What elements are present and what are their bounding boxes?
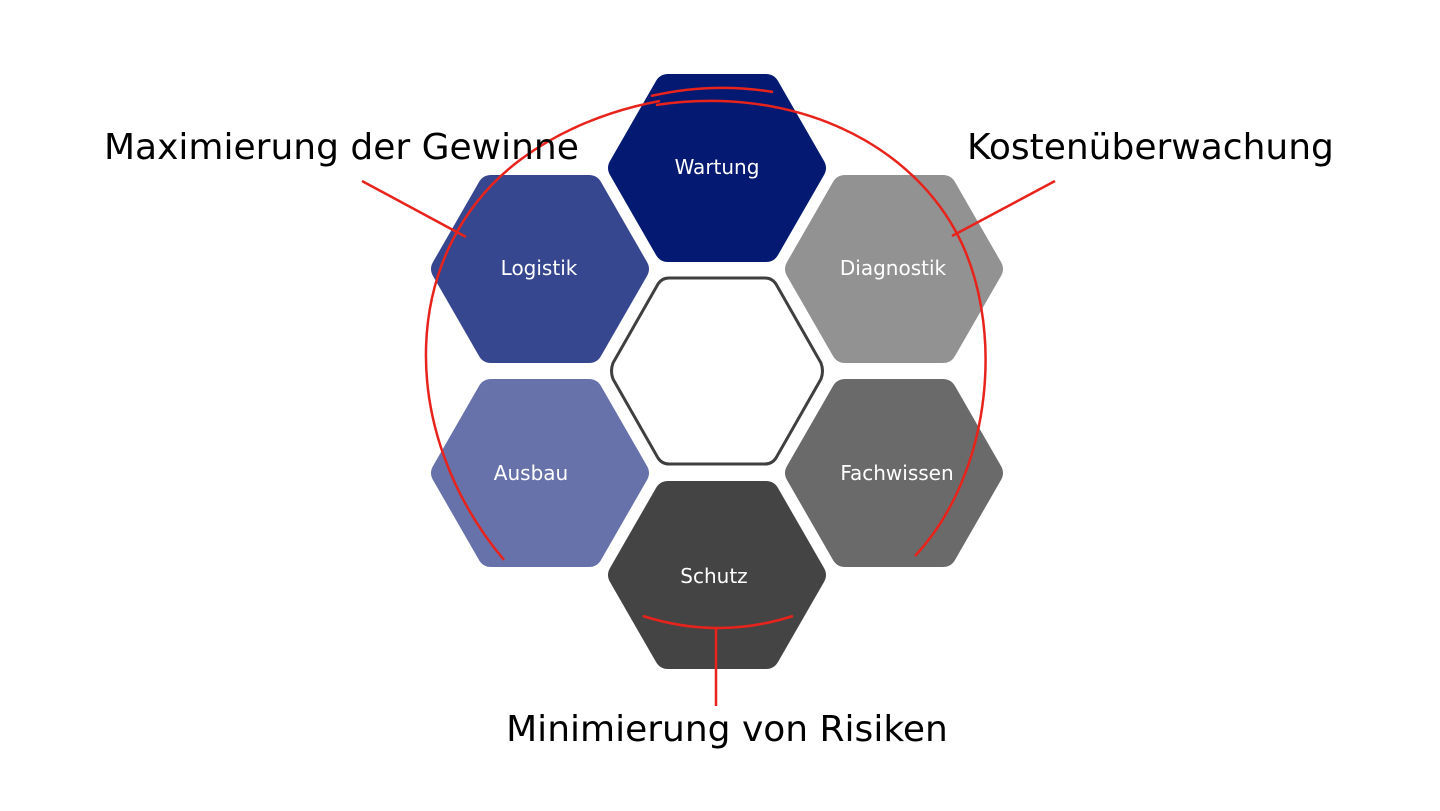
hex-fachwissen-label: Fachwissen — [840, 461, 953, 485]
accent-strokes — [361, 86, 1056, 706]
hex-wartung-label: Wartung — [675, 155, 760, 179]
hex-ausbau-shape — [431, 379, 649, 567]
callout-minimierung: Minimierung von Risiken — [506, 709, 948, 750]
hex-schutz-label: Schutz — [680, 564, 747, 588]
accent-circle-arc-right — [655, 99, 987, 557]
accent-circle-arc-left — [424, 99, 661, 561]
hex-logistik-shape — [431, 175, 649, 363]
hex-diagnostik-label: Diagnostik — [840, 256, 947, 280]
connector-right — [951, 179, 1056, 238]
hex-fachwissen-shape — [785, 379, 1003, 567]
callout-kostenueberwachung: Kostenüberwachung — [967, 127, 1334, 168]
hex-logistik-label: Logistik — [501, 256, 578, 280]
hex-ausbau-label: Ausbau — [494, 461, 568, 485]
hex-wartung-shape — [608, 74, 826, 262]
hex-diagnostik: Diagnostik — [785, 175, 1003, 363]
callout-maximierung: Maximierung der Gewinne — [104, 127, 579, 168]
hex-logistik: Logistik — [431, 175, 649, 363]
accent-bottom-arc — [642, 614, 794, 630]
hex-center-outline — [610, 276, 824, 466]
hex-fachwissen: Fachwissen — [785, 379, 1003, 567]
accent-top-arc — [650, 86, 774, 98]
hex-wartung: Wartung — [608, 74, 826, 262]
connector-left — [361, 179, 467, 239]
hex-ausbau: Ausbau — [431, 379, 649, 567]
hex-diagnostik-shape — [785, 175, 1003, 363]
